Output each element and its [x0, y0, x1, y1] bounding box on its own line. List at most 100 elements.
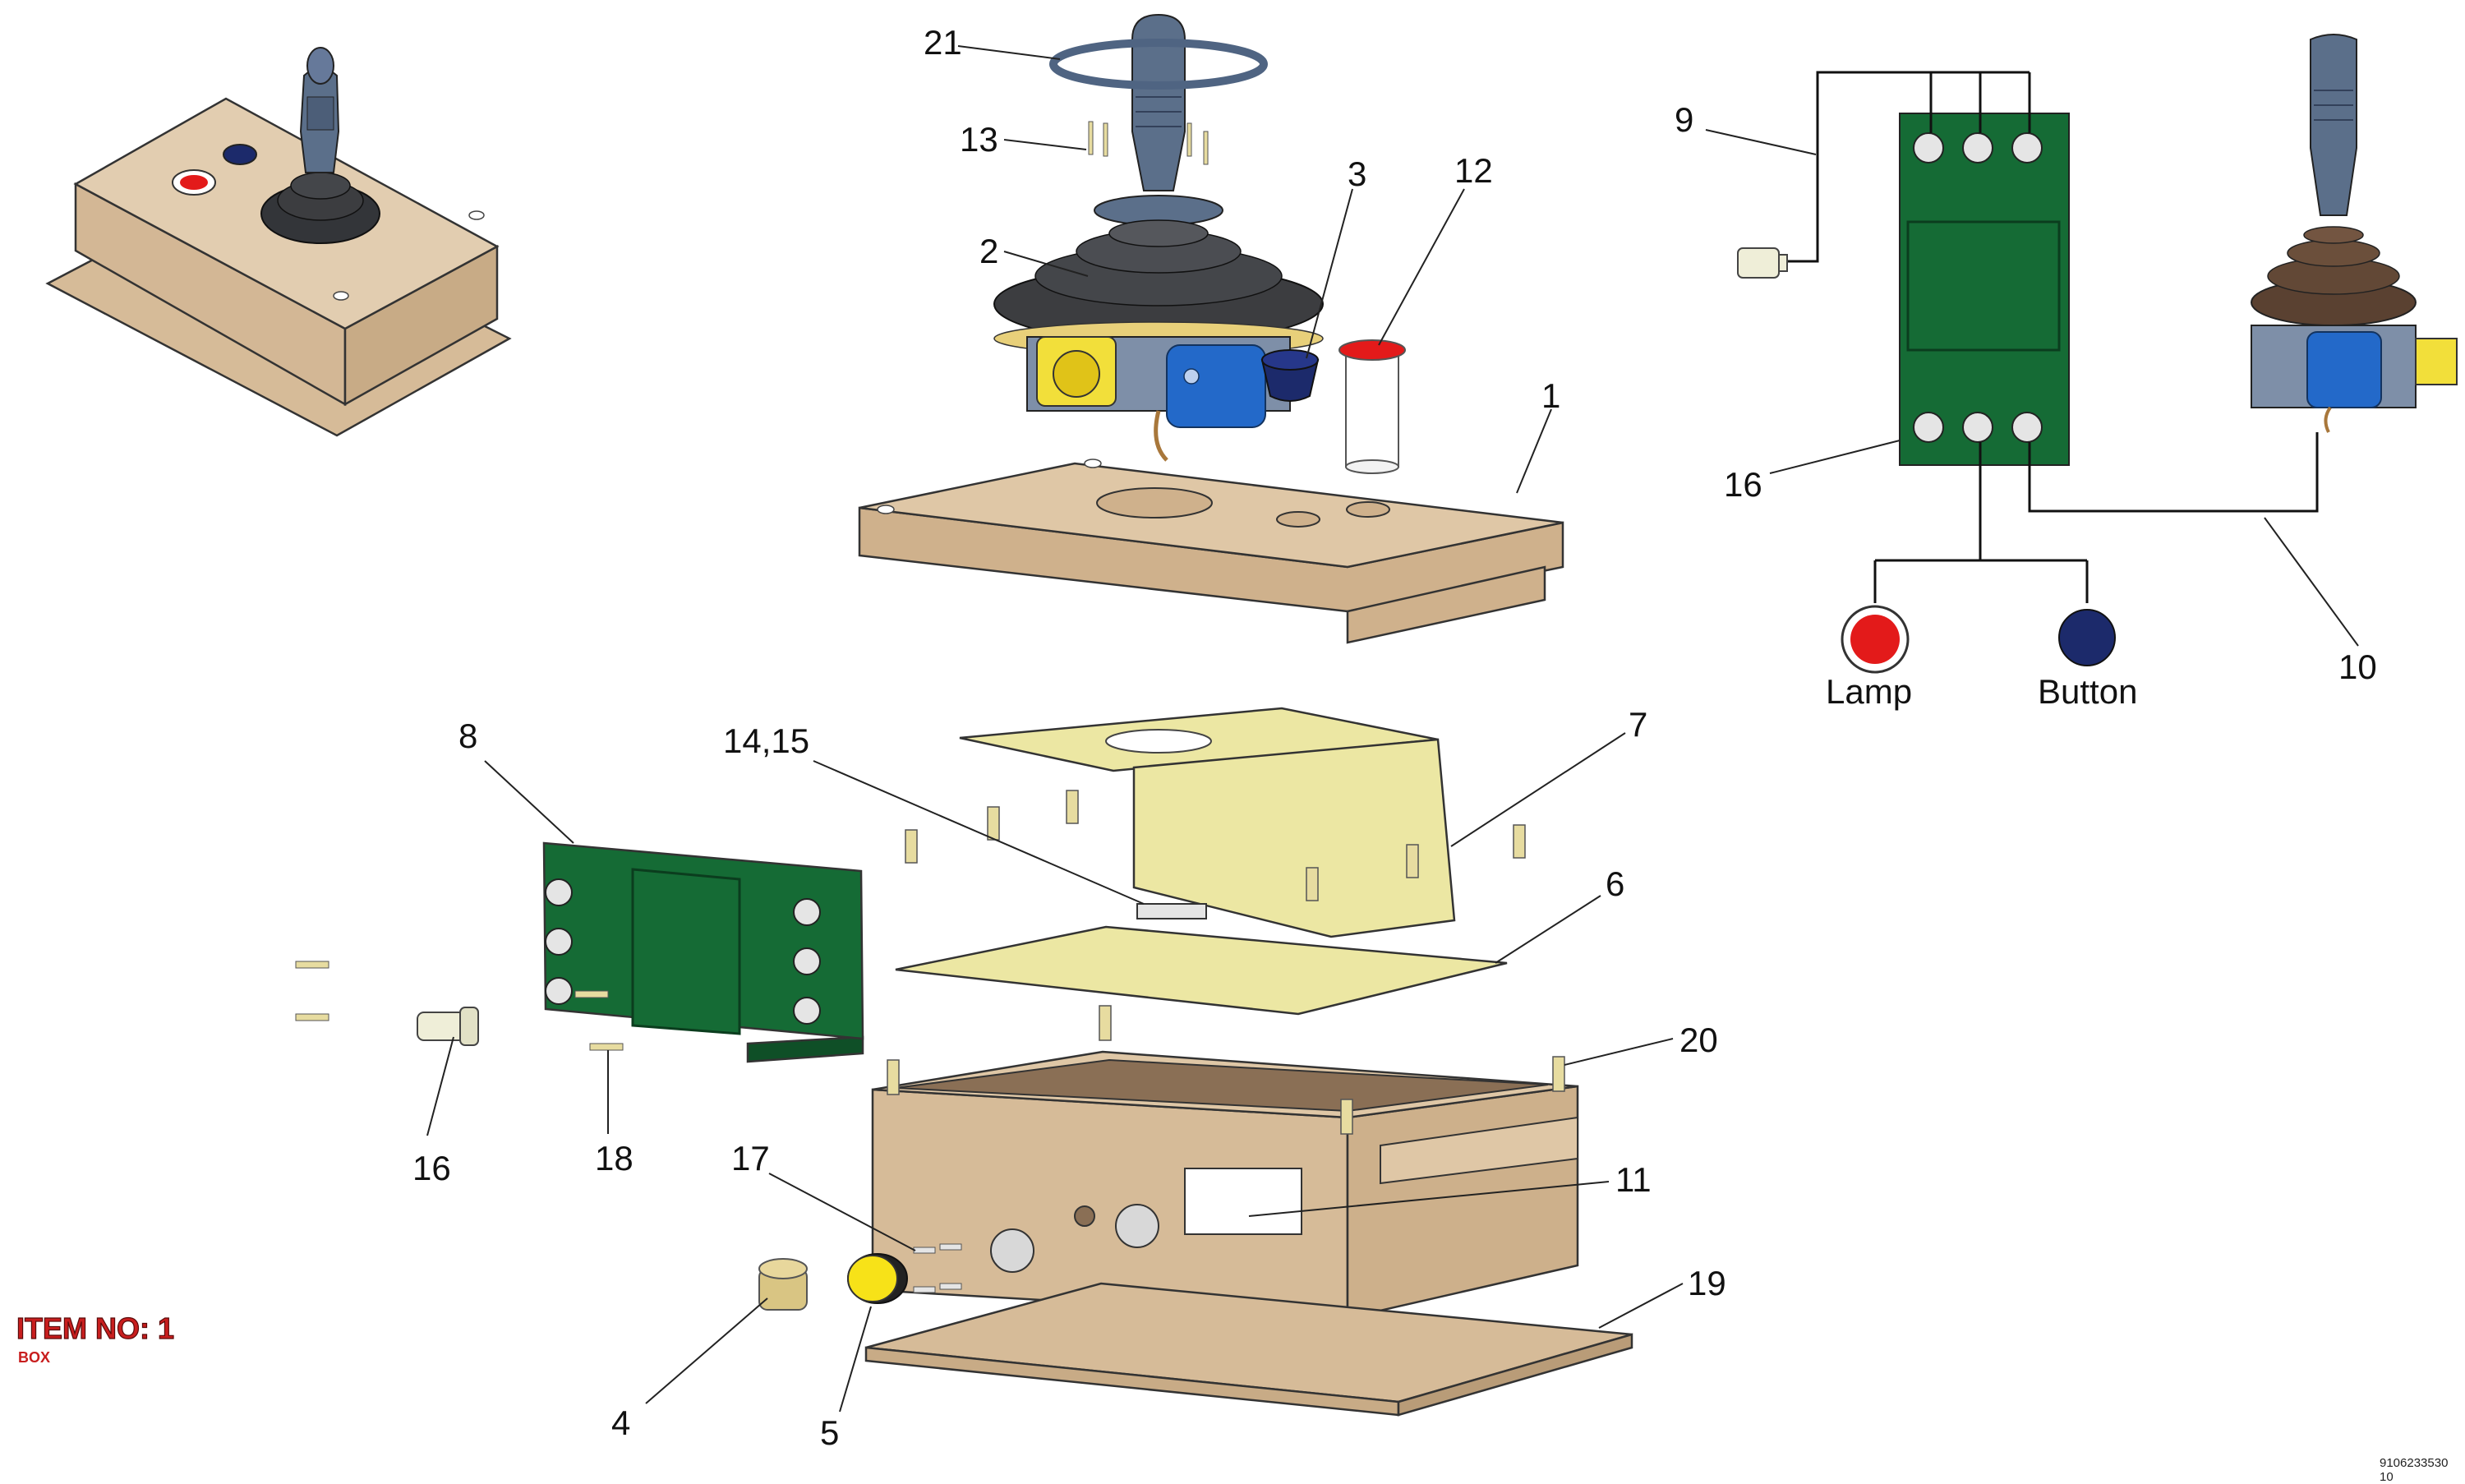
screw: [1103, 122, 1108, 157]
connector: [545, 977, 573, 1005]
schematic-bottom-connectors: [1913, 412, 2043, 443]
screw: [1088, 121, 1094, 155]
lid-joystick-hole: [1096, 487, 1213, 518]
push-button-top: [1261, 349, 1319, 371]
assembled-boot-ring: [290, 172, 351, 200]
callout-6: 6: [1606, 864, 1624, 903]
schematic-blue-sensor: [2306, 331, 2382, 408]
leader-9: [1705, 129, 1817, 155]
legend-button-label: Button: [2038, 672, 2137, 711]
screw: [913, 1286, 936, 1293]
lamp-holder-item-12: [1345, 351, 1399, 468]
connector: [1913, 132, 1944, 164]
handle-guard-ring: [1049, 39, 1268, 90]
connector: [793, 898, 821, 926]
joystick-exploded-view: [858, 13, 1564, 644]
callout-14-15: 14,15: [723, 721, 809, 760]
screw: [913, 1247, 936, 1254]
box-housing-side: [1346, 1085, 1579, 1320]
pcb-item-8-side: [746, 1035, 864, 1063]
lid-lamp-hole: [1276, 511, 1320, 528]
schematic-boot-ring: [2303, 226, 2364, 244]
leader-20: [1564, 1038, 1674, 1066]
standoff: [987, 806, 1000, 841]
bracket-joystick-hole: [1105, 729, 1212, 754]
connector: [793, 997, 821, 1025]
lower-exploded-view: [295, 707, 1633, 1417]
wiring-schematic: Lamp Button: [1737, 34, 2458, 711]
assembled-box-view: [45, 47, 512, 437]
callout-20: 20: [1679, 1021, 1718, 1059]
screws-item-13: [1088, 121, 1209, 165]
assembled-button: [223, 144, 257, 165]
box-cutout: [1380, 1116, 1578, 1185]
cap-face: [847, 1255, 898, 1302]
schematic-button: [2058, 609, 2116, 666]
standoff: [905, 829, 918, 864]
screws-item-17: [913, 1243, 962, 1293]
yellow-cap-item-5: [847, 1253, 908, 1304]
screw: [295, 961, 329, 969]
leader-6: [1495, 895, 1601, 964]
leader-21: [957, 45, 1061, 60]
screw: [1186, 122, 1192, 157]
connector: [545, 928, 573, 956]
clip-item-14-15: [1136, 903, 1207, 919]
wire-to-lamp-button: [1873, 442, 2089, 603]
joystick-handle: [1131, 13, 1186, 191]
base-plate-item-19: [865, 1282, 1633, 1403]
lid-corner-hole: [1084, 459, 1102, 468]
corner-screw: [1552, 1056, 1565, 1092]
plug-tip: [1778, 254, 1788, 272]
screw: [939, 1243, 962, 1251]
lid-bracket: [1346, 565, 1546, 644]
connector: [2011, 412, 2043, 443]
joystick-cable: [1154, 410, 1168, 462]
schematic-yellow-terminal: [2415, 338, 2458, 385]
callout-5: 5: [820, 1413, 839, 1452]
callout-18: 18: [595, 1139, 634, 1178]
plug-collar: [459, 1007, 479, 1046]
leader-2: [1003, 251, 1089, 277]
base-plate-edge: [1397, 1333, 1633, 1417]
callout-16-bottom: 16: [412, 1149, 451, 1187]
callout-2: 2: [979, 232, 998, 270]
schematic-joystick-cable: [2324, 406, 2332, 433]
assembled-handle-grip: [306, 96, 334, 131]
assembled-handle-top: [306, 47, 334, 85]
callout-21: 21: [924, 23, 962, 62]
connector: [1962, 412, 1993, 443]
lamp-holder-bottom: [1345, 459, 1399, 474]
standoff: [1306, 867, 1319, 901]
bracket-item-7-wall: [1132, 738, 1456, 938]
corner-screw: [1340, 1099, 1353, 1135]
callout-1: 1: [1541, 376, 1560, 415]
schematic-top-connectors: [1913, 132, 2043, 164]
schematic-plug-item-16: [1737, 247, 1788, 279]
leader-13: [1003, 139, 1087, 150]
callout-3: 3: [1348, 154, 1366, 193]
sensor-screw: [1183, 368, 1200, 385]
connector: [1962, 132, 1993, 164]
leader-1: [1516, 408, 1552, 494]
assembled-corner-hole: [468, 210, 485, 220]
lamp-red: [1850, 615, 1900, 664]
connector: [545, 878, 573, 906]
callout-12: 12: [1454, 151, 1493, 190]
schematic-lamp: [1841, 605, 1910, 674]
callout-4: 4: [611, 1403, 630, 1442]
plug-body: [1737, 247, 1780, 279]
callout-19: 19: [1688, 1264, 1726, 1302]
callout-11: 11: [1615, 1160, 1652, 1199]
screw: [574, 990, 609, 998]
leader-14-15: [813, 760, 1145, 905]
loose-screws: [295, 961, 624, 1051]
bracket-standoffs: [905, 790, 1526, 901]
wire-harness-item-10: [2028, 432, 2319, 513]
standoff: [1406, 844, 1419, 878]
schematic-handle-ribs: [2314, 90, 2353, 121]
leader-10: [2264, 517, 2359, 647]
standoff: [1513, 824, 1526, 859]
leader-17: [768, 1173, 916, 1251]
